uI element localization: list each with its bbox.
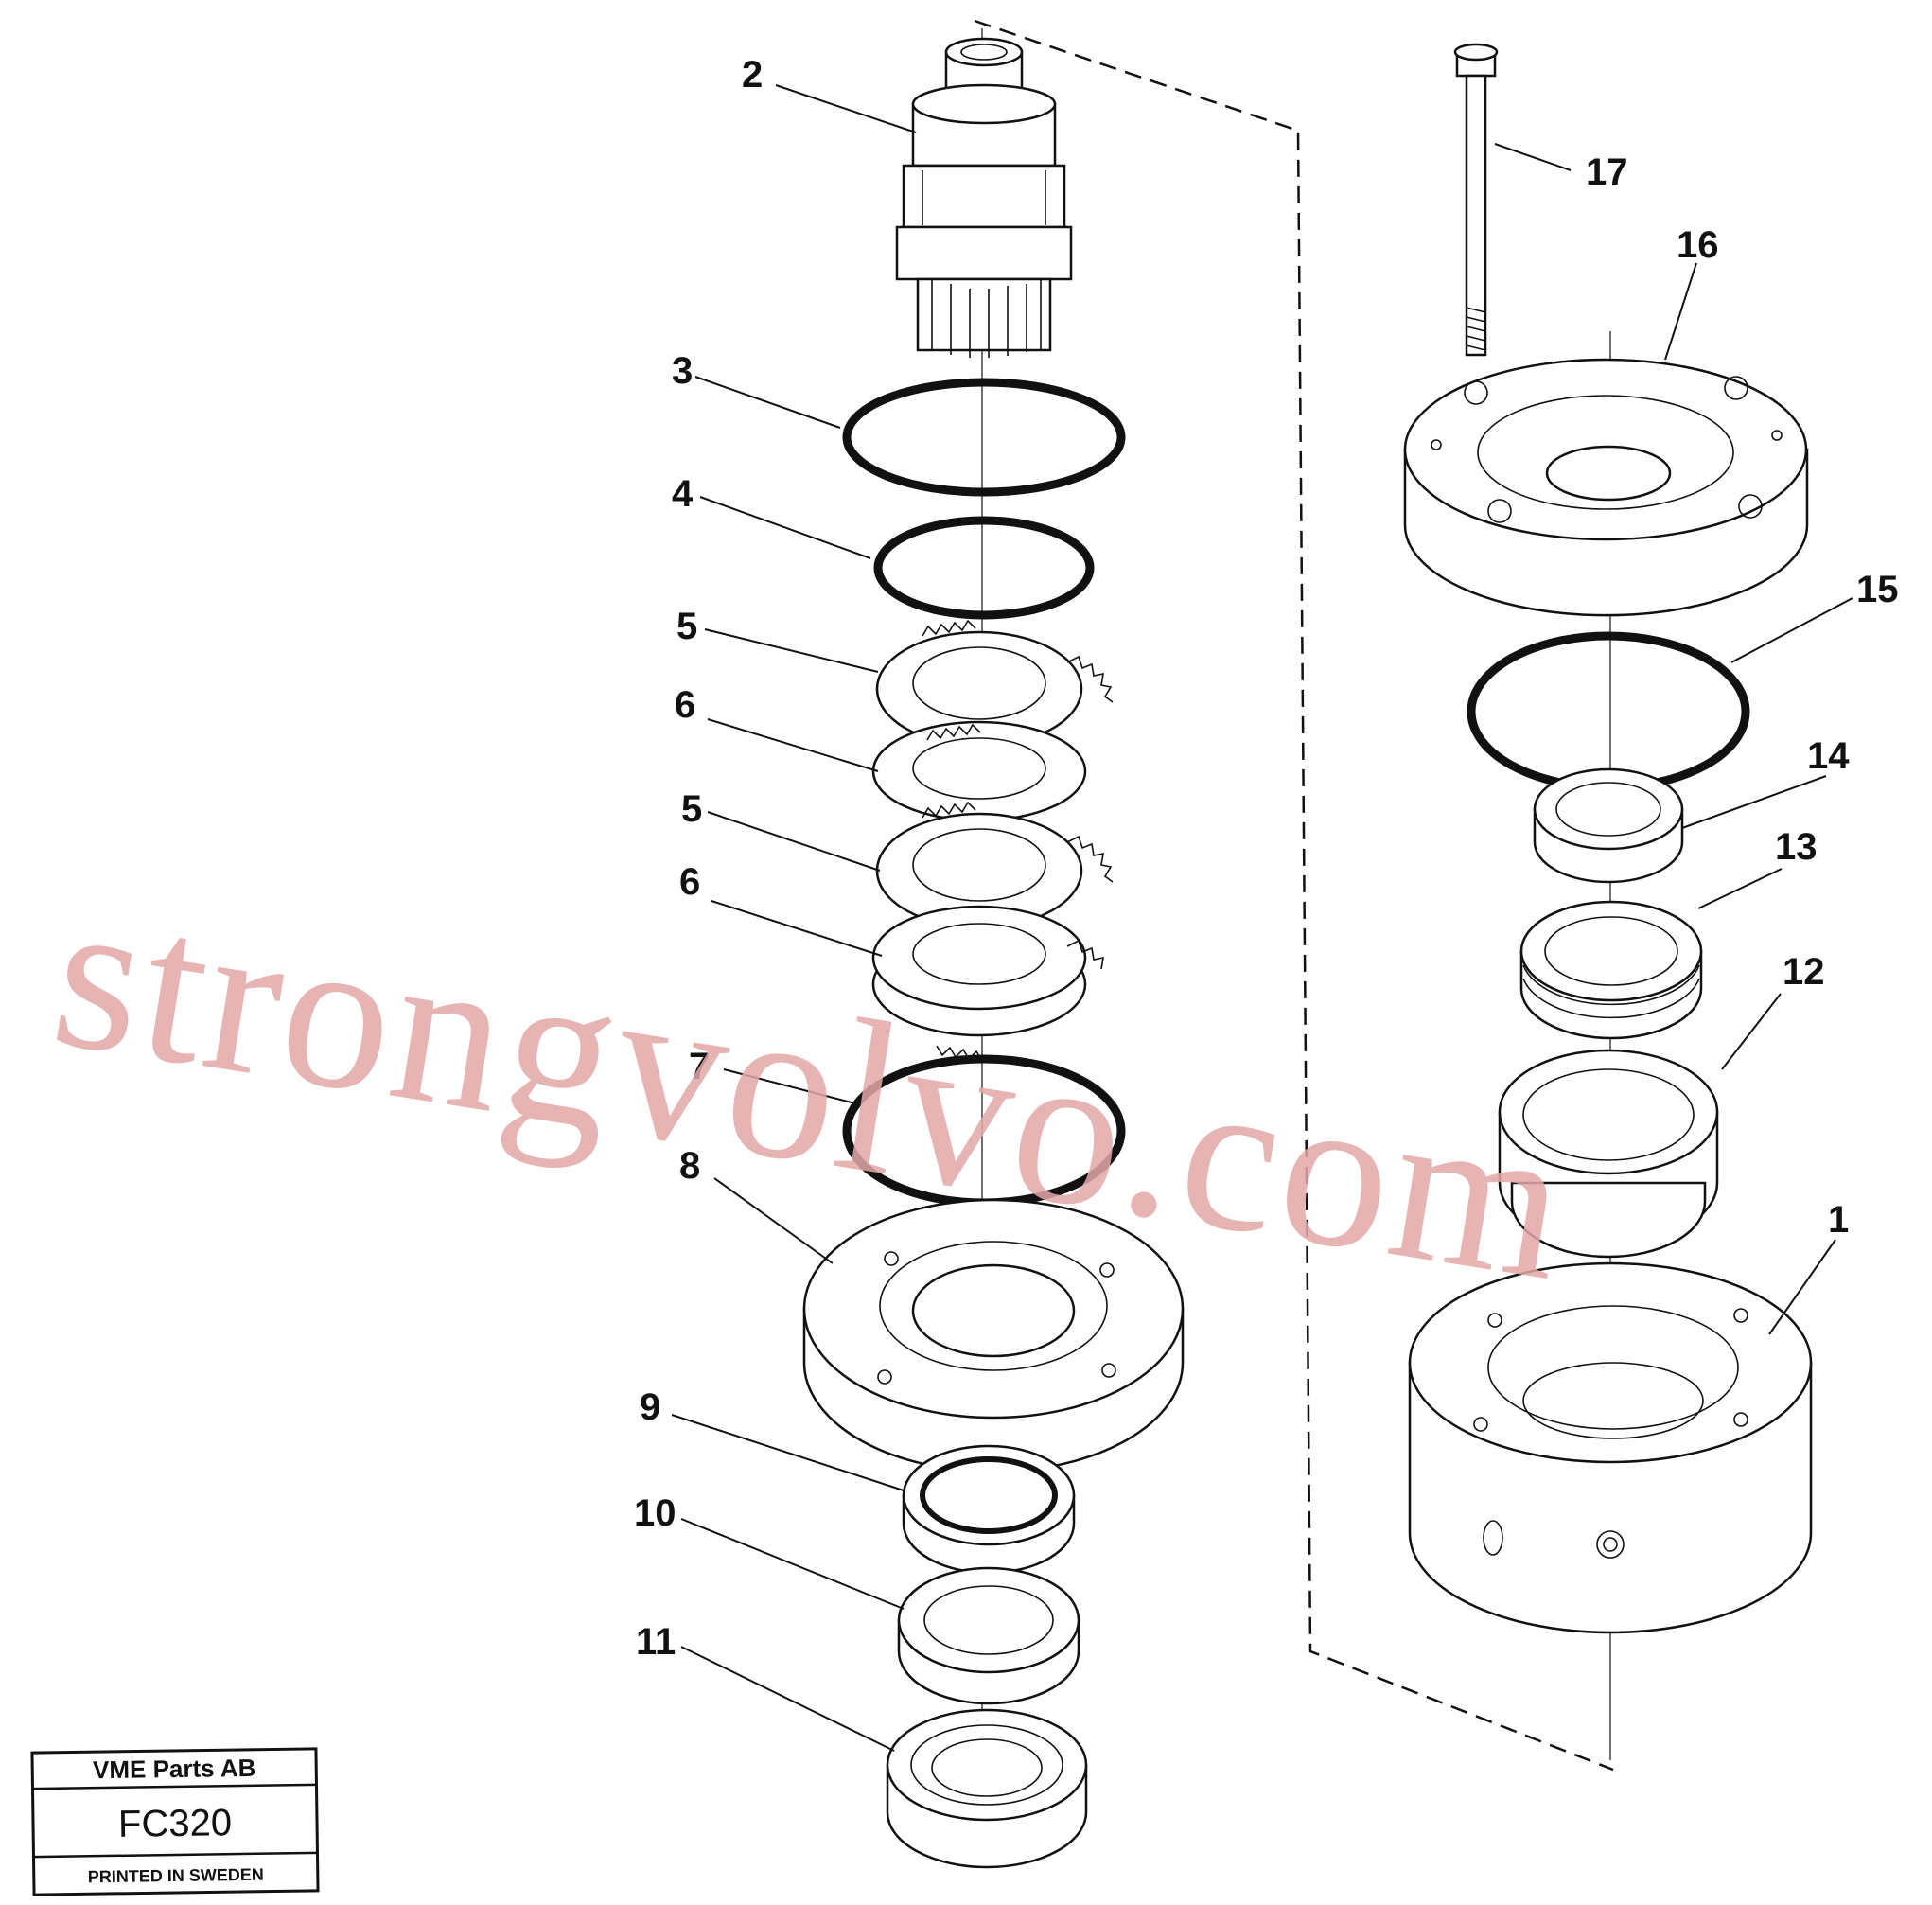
part-6-steel-disc-lower [871,905,1104,1062]
callout-17: 17 [1586,151,1628,193]
part-11-bearing [886,1708,1088,1869]
callout-5-upper: 5 [676,606,697,647]
leader-lines [671,84,1853,1752]
callout-6-upper: 6 [675,684,695,726]
title-block-company: VME Parts AB [93,1754,256,1784]
part-6-steel-disc-upper [871,720,1087,822]
callout-16: 16 [1677,224,1719,266]
callout-14: 14 [1807,735,1850,777]
part-13-seal [1519,900,1703,1040]
part-9-seal [902,1444,1076,1575]
part-4-ring [873,516,1095,620]
part-14-bearing [1533,767,1684,884]
callout-7: 7 [689,1046,710,1087]
title-block-code: FC320 [118,1802,233,1845]
callout-5-lower: 5 [681,788,702,830]
callout-6-lower: 6 [679,861,700,903]
part-10-seal-ring [897,1566,1080,1705]
title-block-printed: PRINTED IN SWEDEN [88,1865,264,1887]
callout-10: 10 [634,1492,676,1534]
callout-3: 3 [672,350,693,392]
part-17-bolt [1453,43,1499,357]
callout-8: 8 [679,1145,700,1187]
callout-4: 4 [672,473,694,515]
part-15-o-ring [1467,631,1750,792]
callout-9: 9 [640,1386,660,1428]
part-8-flange-plate [802,1198,1185,1473]
part-12-bushing [1498,1049,1719,1259]
part-16-cover-housing [1403,358,1809,617]
callout-11: 11 [636,1621,676,1663]
watermark-text: strongvolvo.com [40,850,1584,1327]
callout-labels: 2 3 4 5 6 5 6 7 8 9 10 11 17 16 15 14 13… [634,54,1899,1663]
assembly-dashed-line [974,19,1614,1772]
callout-2: 2 [742,54,763,96]
part-5-friction-disc-upper [875,619,1114,748]
callout-15: 15 [1856,569,1899,610]
callout-13: 13 [1775,826,1818,868]
part-3-o-ring [842,378,1126,497]
callout-1: 1 [1828,1199,1849,1241]
title-block: VME Parts AB FC320 PRINTED IN SWEDEN [30,1747,320,1896]
callout-12: 12 [1783,951,1825,993]
part-1-main-housing [1408,1261,1813,1634]
part-2-splined-shaft [895,37,1073,358]
